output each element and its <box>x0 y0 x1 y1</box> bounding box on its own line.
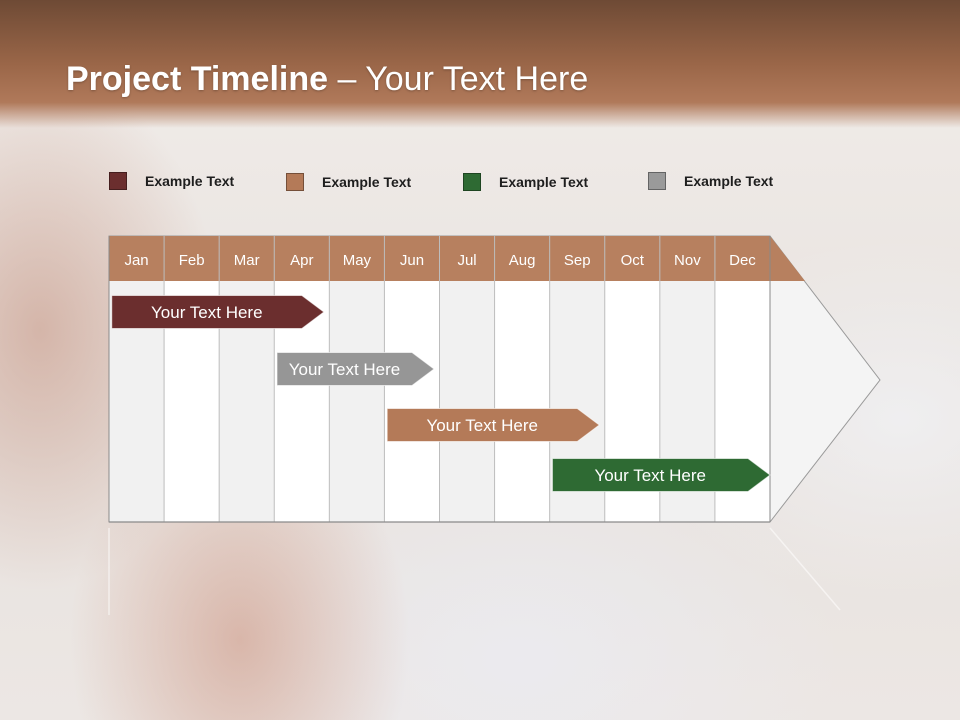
task-bar-3 <box>386 408 601 442</box>
legend-swatch-2 <box>286 173 304 191</box>
task-label-4: Your Text Here <box>594 466 706 485</box>
page-title: Project Timeline – Your Text Here <box>66 60 588 99</box>
legend-label-4: Example Text <box>684 173 774 189</box>
legend-item-1: Example Text <box>109 171 234 191</box>
legend-swatch-4 <box>648 172 666 190</box>
task-bar-2 <box>276 352 435 386</box>
month-label-mar: Mar <box>234 252 260 269</box>
month-column-aug <box>494 281 550 522</box>
legend-item-2: Example Text <box>286 172 411 192</box>
month-label-sep: Sep <box>564 252 591 269</box>
legend-item-3: Example Text <box>463 172 588 192</box>
month-label-jul: Jul <box>457 252 476 269</box>
chart-reflection <box>108 527 841 615</box>
month-label-may: May <box>343 252 372 269</box>
title-rest: – Your Text Here <box>328 60 589 98</box>
legend-label-3: Example Text <box>499 174 589 190</box>
legend-label-2: Example Text <box>322 174 412 190</box>
month-label-feb: Feb <box>179 252 205 269</box>
month-label-nov: Nov <box>674 252 701 269</box>
task-label-3: Your Text Here <box>426 416 538 435</box>
legend-item-4: Example Text <box>648 171 773 191</box>
month-column-may <box>329 281 385 522</box>
month-label-oct: Oct <box>621 252 645 269</box>
title-bold: Project Timeline <box>66 60 329 98</box>
task-bar-4 <box>551 458 771 492</box>
task-label-1: Your Text Here <box>151 303 263 322</box>
month-label-jun: Jun <box>400 252 424 269</box>
month-header-bar <box>109 236 805 281</box>
month-column-jun <box>384 281 440 522</box>
month-label-jan: Jan <box>124 252 148 269</box>
legend-label-1: Example Text <box>145 173 235 189</box>
task-bar-1 <box>111 295 325 329</box>
month-column-jul <box>439 281 495 522</box>
legend-swatch-1 <box>109 172 127 190</box>
task-label-2: Your Text Here <box>289 360 401 379</box>
month-label-apr: Apr <box>290 252 313 269</box>
legend-swatch-3 <box>463 173 481 191</box>
title-banner <box>0 0 960 128</box>
month-label-aug: Aug <box>509 252 536 269</box>
month-label-dec: Dec <box>729 252 756 269</box>
